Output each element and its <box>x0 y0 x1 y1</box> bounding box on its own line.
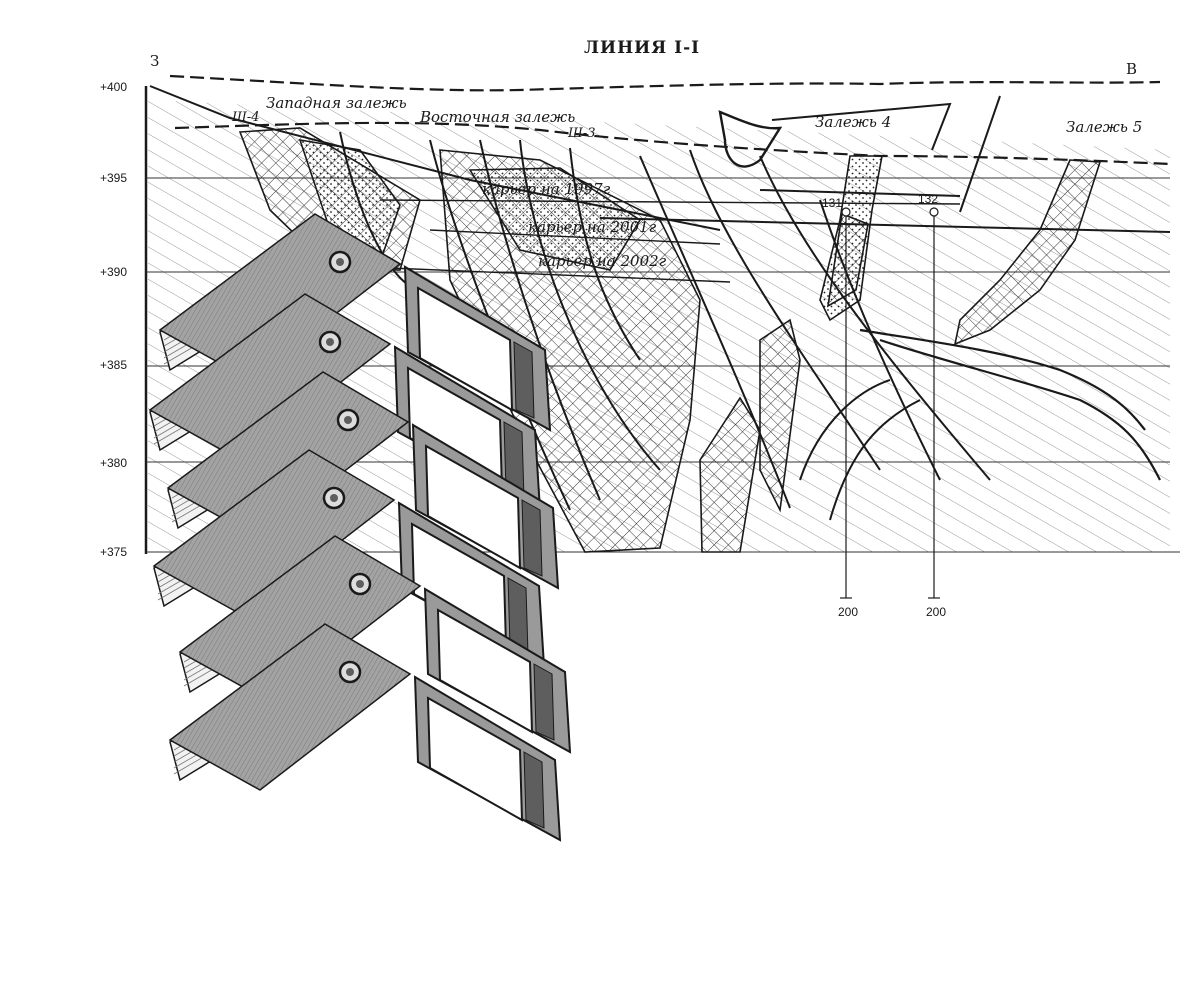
pit-2001-label: карьер на 2001г <box>528 218 657 236</box>
binder <box>158 213 552 432</box>
tick-label-375: +375 <box>100 545 127 559</box>
pit-2002-label: карьер на 2002г <box>538 252 667 270</box>
deposit5-vein <box>953 159 1102 346</box>
borehole-131-label: 131 <box>822 196 842 210</box>
borehole-131-depth: 200 <box>838 605 858 619</box>
section-title: ЛИНИЯ I-I <box>584 38 700 58</box>
surface-lines <box>169 74 1171 166</box>
borehole-132-depth: 200 <box>926 605 946 619</box>
tick-label-400: +400 <box>100 80 127 94</box>
tick-label-385: +385 <box>100 358 127 372</box>
binder <box>178 535 572 754</box>
tick-label-380: +380 <box>100 456 127 470</box>
lens-a <box>699 396 761 553</box>
east-deposit-dotted <box>468 167 642 271</box>
binder-stack-icon <box>148 213 572 842</box>
west-marker: З <box>150 52 159 70</box>
west-deposit-label: Западная залежь <box>266 94 407 112</box>
elevation-axis: +400 +395 +390 +385 +380 +375 <box>100 80 148 559</box>
deposit4-label: Залежь 4 <box>815 113 891 131</box>
binder <box>148 293 542 512</box>
tick-label-395: +395 <box>100 171 127 185</box>
binder <box>152 449 546 668</box>
binder <box>168 623 562 842</box>
east-deposit-label: Восточная залежь <box>419 108 575 126</box>
shaft-4-label: Ш-4 <box>231 110 260 125</box>
pit-outlines <box>379 199 961 283</box>
lens-b <box>759 318 801 513</box>
east-marker: В <box>1126 60 1137 78</box>
pit-1997-label: карьер на 1997г <box>482 180 611 198</box>
tick-label-390: +390 <box>100 265 127 279</box>
boreholes <box>840 207 940 599</box>
binder <box>166 371 560 590</box>
shaft-3-label: Ш-3 <box>567 126 596 141</box>
borehole-132-label: 132 <box>918 192 938 206</box>
deposit4-lens <box>826 212 869 308</box>
deposit5-label: Залежь 5 <box>1066 118 1142 136</box>
